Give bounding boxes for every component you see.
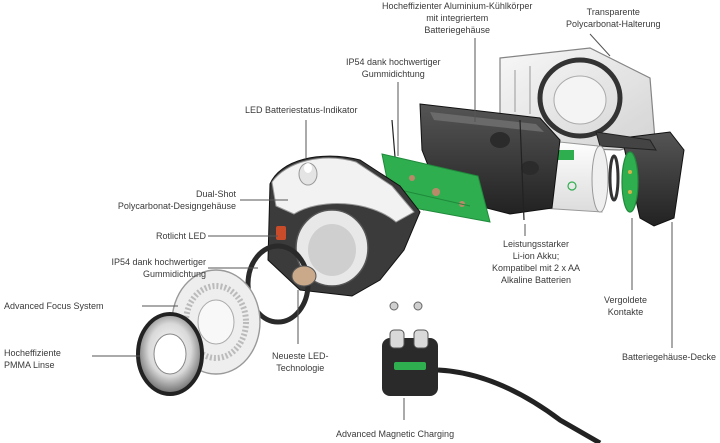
label-aluminium-heatsink: Hocheffizienter Aluminium-Kühlkörper mit… bbox=[382, 0, 532, 36]
label-dual-shot-housing: Dual-Shot Polycarbonat-Designgehäuse bbox=[112, 188, 236, 212]
label-pmma-lens: Hocheffiziente PMMA Linse bbox=[4, 347, 61, 371]
label-line: Advanced Focus System bbox=[4, 301, 104, 311]
label-line: Hocheffizienter Aluminium-Kühlkörper bbox=[382, 1, 533, 11]
label-line: Leistungsstarker bbox=[503, 239, 570, 249]
label-led-battery-indicator: LED Batteriestatus-Indikator bbox=[245, 104, 358, 116]
label-ip54-left: IP54 dank hochwertiger Gummidichtung bbox=[56, 256, 206, 280]
label-red-light-led: Rotlicht LED bbox=[130, 230, 206, 242]
label-line: Kontakte bbox=[607, 307, 644, 317]
label-line: Neueste LED- bbox=[272, 351, 329, 361]
label-line: Gummidichtung bbox=[142, 269, 206, 279]
label-gold-contacts: Vergoldete Kontakte bbox=[604, 294, 647, 318]
main-housing-part bbox=[267, 155, 421, 297]
pmma-lens-part bbox=[136, 312, 204, 396]
label-line: mit integriertem bbox=[426, 13, 489, 23]
leader-lines bbox=[92, 33, 673, 420]
label-line: Rotlicht LED bbox=[155, 231, 206, 241]
label-line: Alkaline Batterien bbox=[501, 275, 572, 285]
label-new-led-tech: Neueste LED- Technologie bbox=[272, 350, 329, 374]
gold-contacts-part bbox=[621, 151, 639, 213]
red-led-part bbox=[276, 226, 286, 240]
label-line: Kompatibel mit 2 x AA bbox=[492, 263, 581, 273]
label-ip54-top: IP54 dank hochwertiger Gummidichtung bbox=[346, 56, 441, 80]
label-line: Dual-Shot bbox=[195, 189, 236, 199]
label-line: Advanced Magnetic Charging bbox=[336, 429, 455, 439]
label-battery: Leistungsstarker Li-ion Akku; Kompatibel… bbox=[492, 238, 580, 286]
label-line: Gummidichtung bbox=[361, 69, 425, 79]
label-line: Batteriegehäuse-Decke bbox=[622, 352, 717, 362]
led-module-part bbox=[291, 265, 317, 287]
label-line: Transparente bbox=[586, 7, 640, 17]
magnetic-charger-part bbox=[382, 301, 602, 443]
label-line: Technologie bbox=[276, 363, 325, 373]
label-line: IP54 dank hochwertiger bbox=[346, 57, 441, 67]
label-advanced-focus: Advanced Focus System bbox=[4, 300, 104, 312]
label-transparent-holder: Transparente Polycarbonat-Halterung bbox=[566, 6, 661, 30]
label-line: Batteriegehäuse bbox=[424, 25, 490, 35]
battery-cover-part bbox=[595, 131, 685, 227]
label-line: Polycarbonat-Designgehäuse bbox=[117, 201, 236, 211]
label-magnetic-charging: Advanced Magnetic Charging bbox=[336, 428, 454, 440]
label-line: Vergoldete bbox=[604, 295, 648, 305]
label-line: IP54 dank hochwertiger bbox=[111, 257, 206, 267]
label-line: PMMA Linse bbox=[4, 360, 55, 370]
label-line: LED Batteriestatus-Indikator bbox=[245, 105, 358, 115]
label-battery-cover: Batteriegehäuse-Decke bbox=[622, 351, 716, 363]
label-line: Hocheffiziente bbox=[4, 348, 61, 358]
label-line: Li-ion Akku; bbox=[512, 251, 560, 261]
label-line: Polycarbonat-Halterung bbox=[566, 19, 661, 29]
